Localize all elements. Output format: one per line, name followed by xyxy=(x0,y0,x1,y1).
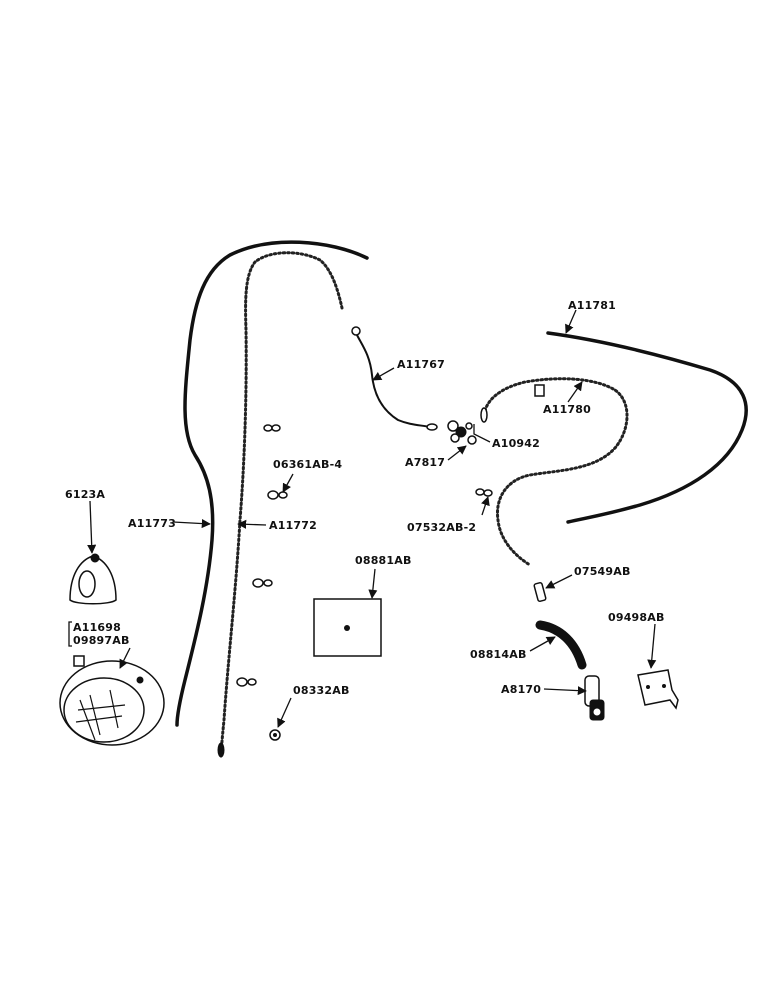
leader-07532ab-2 xyxy=(481,496,490,516)
clip-07532ab-2 xyxy=(475,488,493,497)
label-09897ab: 09897AB xyxy=(73,634,130,647)
leader-09897ab xyxy=(119,647,131,669)
a11767-terminal xyxy=(426,423,438,431)
tube-07549ab xyxy=(533,581,547,603)
label-a8170: A8170 xyxy=(501,683,541,696)
leader-08881ab xyxy=(368,568,378,599)
leader-a11772 xyxy=(237,519,267,529)
leader-a11767 xyxy=(372,367,395,381)
leader-6123a xyxy=(87,500,97,554)
leader-a8170 xyxy=(543,686,587,696)
connector-a8170 xyxy=(584,675,605,721)
wire-a11773 xyxy=(175,240,369,727)
label-a11781: A11781 xyxy=(568,299,616,312)
clip-lower xyxy=(236,677,257,687)
wire-a11780 xyxy=(482,377,629,567)
label-a11698: A11698 xyxy=(73,621,121,634)
label-09498ab: 09498AB xyxy=(608,611,665,624)
switch-assembly-a10942 xyxy=(447,420,477,445)
leader-07549ab xyxy=(545,574,573,589)
label-a7817: A7817 xyxy=(405,456,445,469)
label-6123a: 6123A xyxy=(65,488,105,501)
a11772-terminal xyxy=(217,742,225,758)
label-07532ab-2: 07532AB-2 xyxy=(407,521,476,534)
a11767-eyelet xyxy=(351,326,361,336)
leader-a11773 xyxy=(172,519,211,529)
label-06361ab-4: 06361AB-4 xyxy=(273,458,342,471)
wire-a11772 xyxy=(219,251,344,760)
leader-08332ab xyxy=(277,697,292,728)
clip-06361ab-4 xyxy=(267,490,288,500)
wire-a11781 xyxy=(546,331,748,524)
label-07549ab: 07549AB xyxy=(574,565,631,578)
leader-a11781 xyxy=(565,309,577,334)
a11780-connector-b xyxy=(534,384,545,397)
tail-lamp-6123a xyxy=(69,553,117,605)
leader-a7817 xyxy=(447,445,467,461)
leader-09498ab xyxy=(647,623,657,669)
a11780-terminal xyxy=(480,407,488,423)
leader-a11780 xyxy=(567,381,583,403)
leader-08814ab xyxy=(529,636,556,652)
label-a11767: A11767 xyxy=(397,358,445,371)
bracket-09498ab xyxy=(637,669,679,710)
label-a11772: A11772 xyxy=(269,519,317,532)
tube-08814ab xyxy=(535,620,587,670)
leader-a10942 xyxy=(473,424,491,443)
headlamp-a11698 xyxy=(59,655,165,746)
label-08881ab: 08881AB xyxy=(355,554,412,567)
clip-middle xyxy=(252,578,273,588)
label-a11780: A11780 xyxy=(543,403,591,416)
clip-upper xyxy=(263,424,281,432)
label-a10942: A10942 xyxy=(492,437,540,450)
wire-a11767 xyxy=(356,334,431,428)
label-08332ab: 08332AB xyxy=(293,684,350,697)
label-a11773: A11773 xyxy=(128,517,176,530)
bracket-a11698 xyxy=(68,621,72,647)
label-08814ab: 08814AB xyxy=(470,648,527,661)
leader-06361ab-4 xyxy=(282,473,294,493)
